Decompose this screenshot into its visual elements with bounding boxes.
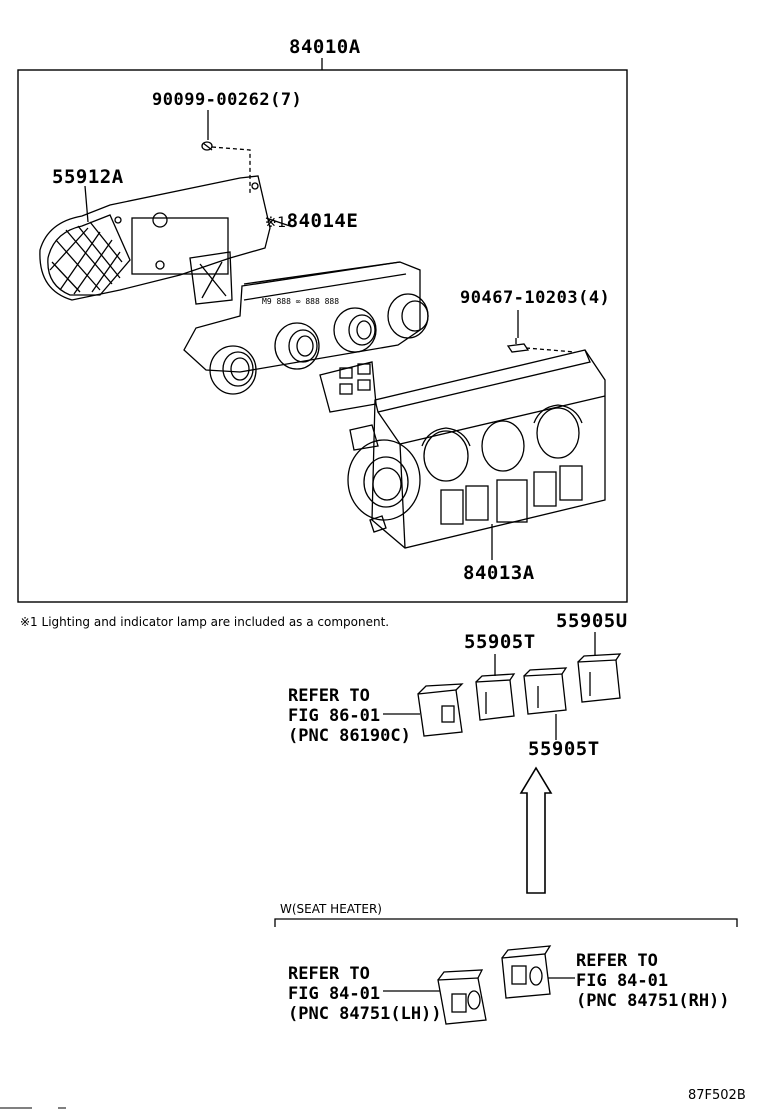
panel-label: 84013A [463,562,535,584]
plug-t1-label: 55905T [464,631,536,653]
knob-4 [387,293,429,339]
knob-3 [333,307,377,353]
up-arrow [519,766,553,894]
cover-leader [84,185,89,223]
note-text: Lighting and indicator lamp are included… [41,615,390,629]
screw-part [201,141,213,151]
panel-part [347,349,606,549]
lamp-mark: ※1 [265,215,287,231]
plug-t2-part [523,667,568,715]
control-sub-part: M9 888 ∞ 888 888 [183,261,429,413]
plug-u-part [577,653,622,703]
cover-label: 55912A [52,166,124,188]
plug-u-label: 55905U [556,610,628,632]
screw-dashed-line [211,146,251,195]
panel-slots [440,465,583,525]
note-mark: ※1 [20,615,38,629]
plug-t1-part [475,673,516,721]
condition-label: W(SEAT HEATER) [280,902,382,916]
control-sub-leader [265,217,291,227]
figure-code: 87F502B [688,1088,746,1103]
assembly-label: 84010A [289,36,361,58]
screw-label: 90099-00262(7) [152,90,303,110]
assembly-frame [17,69,628,603]
clip-dashed-line [525,347,576,353]
lamp-note: ※1 Lighting and indicator lamp are inclu… [20,615,389,629]
condition-bracket [274,918,738,927]
seat-heater-switch-rh [501,945,552,999]
control-sub-label: ※184014E [265,210,359,232]
seat-heater-switch-lh [437,969,487,1025]
knob-1 [209,345,257,395]
cover-part [39,175,271,305]
clip-part [506,338,530,353]
knob-2 [274,322,320,370]
plug-t2-label: 55905T [528,738,600,760]
clip-label: 90467-10203(4) [460,288,611,308]
svg-text:M9 888 ∞ 888 888: M9 888 ∞ 888 888 [262,297,339,306]
switch-86-part [417,683,464,737]
